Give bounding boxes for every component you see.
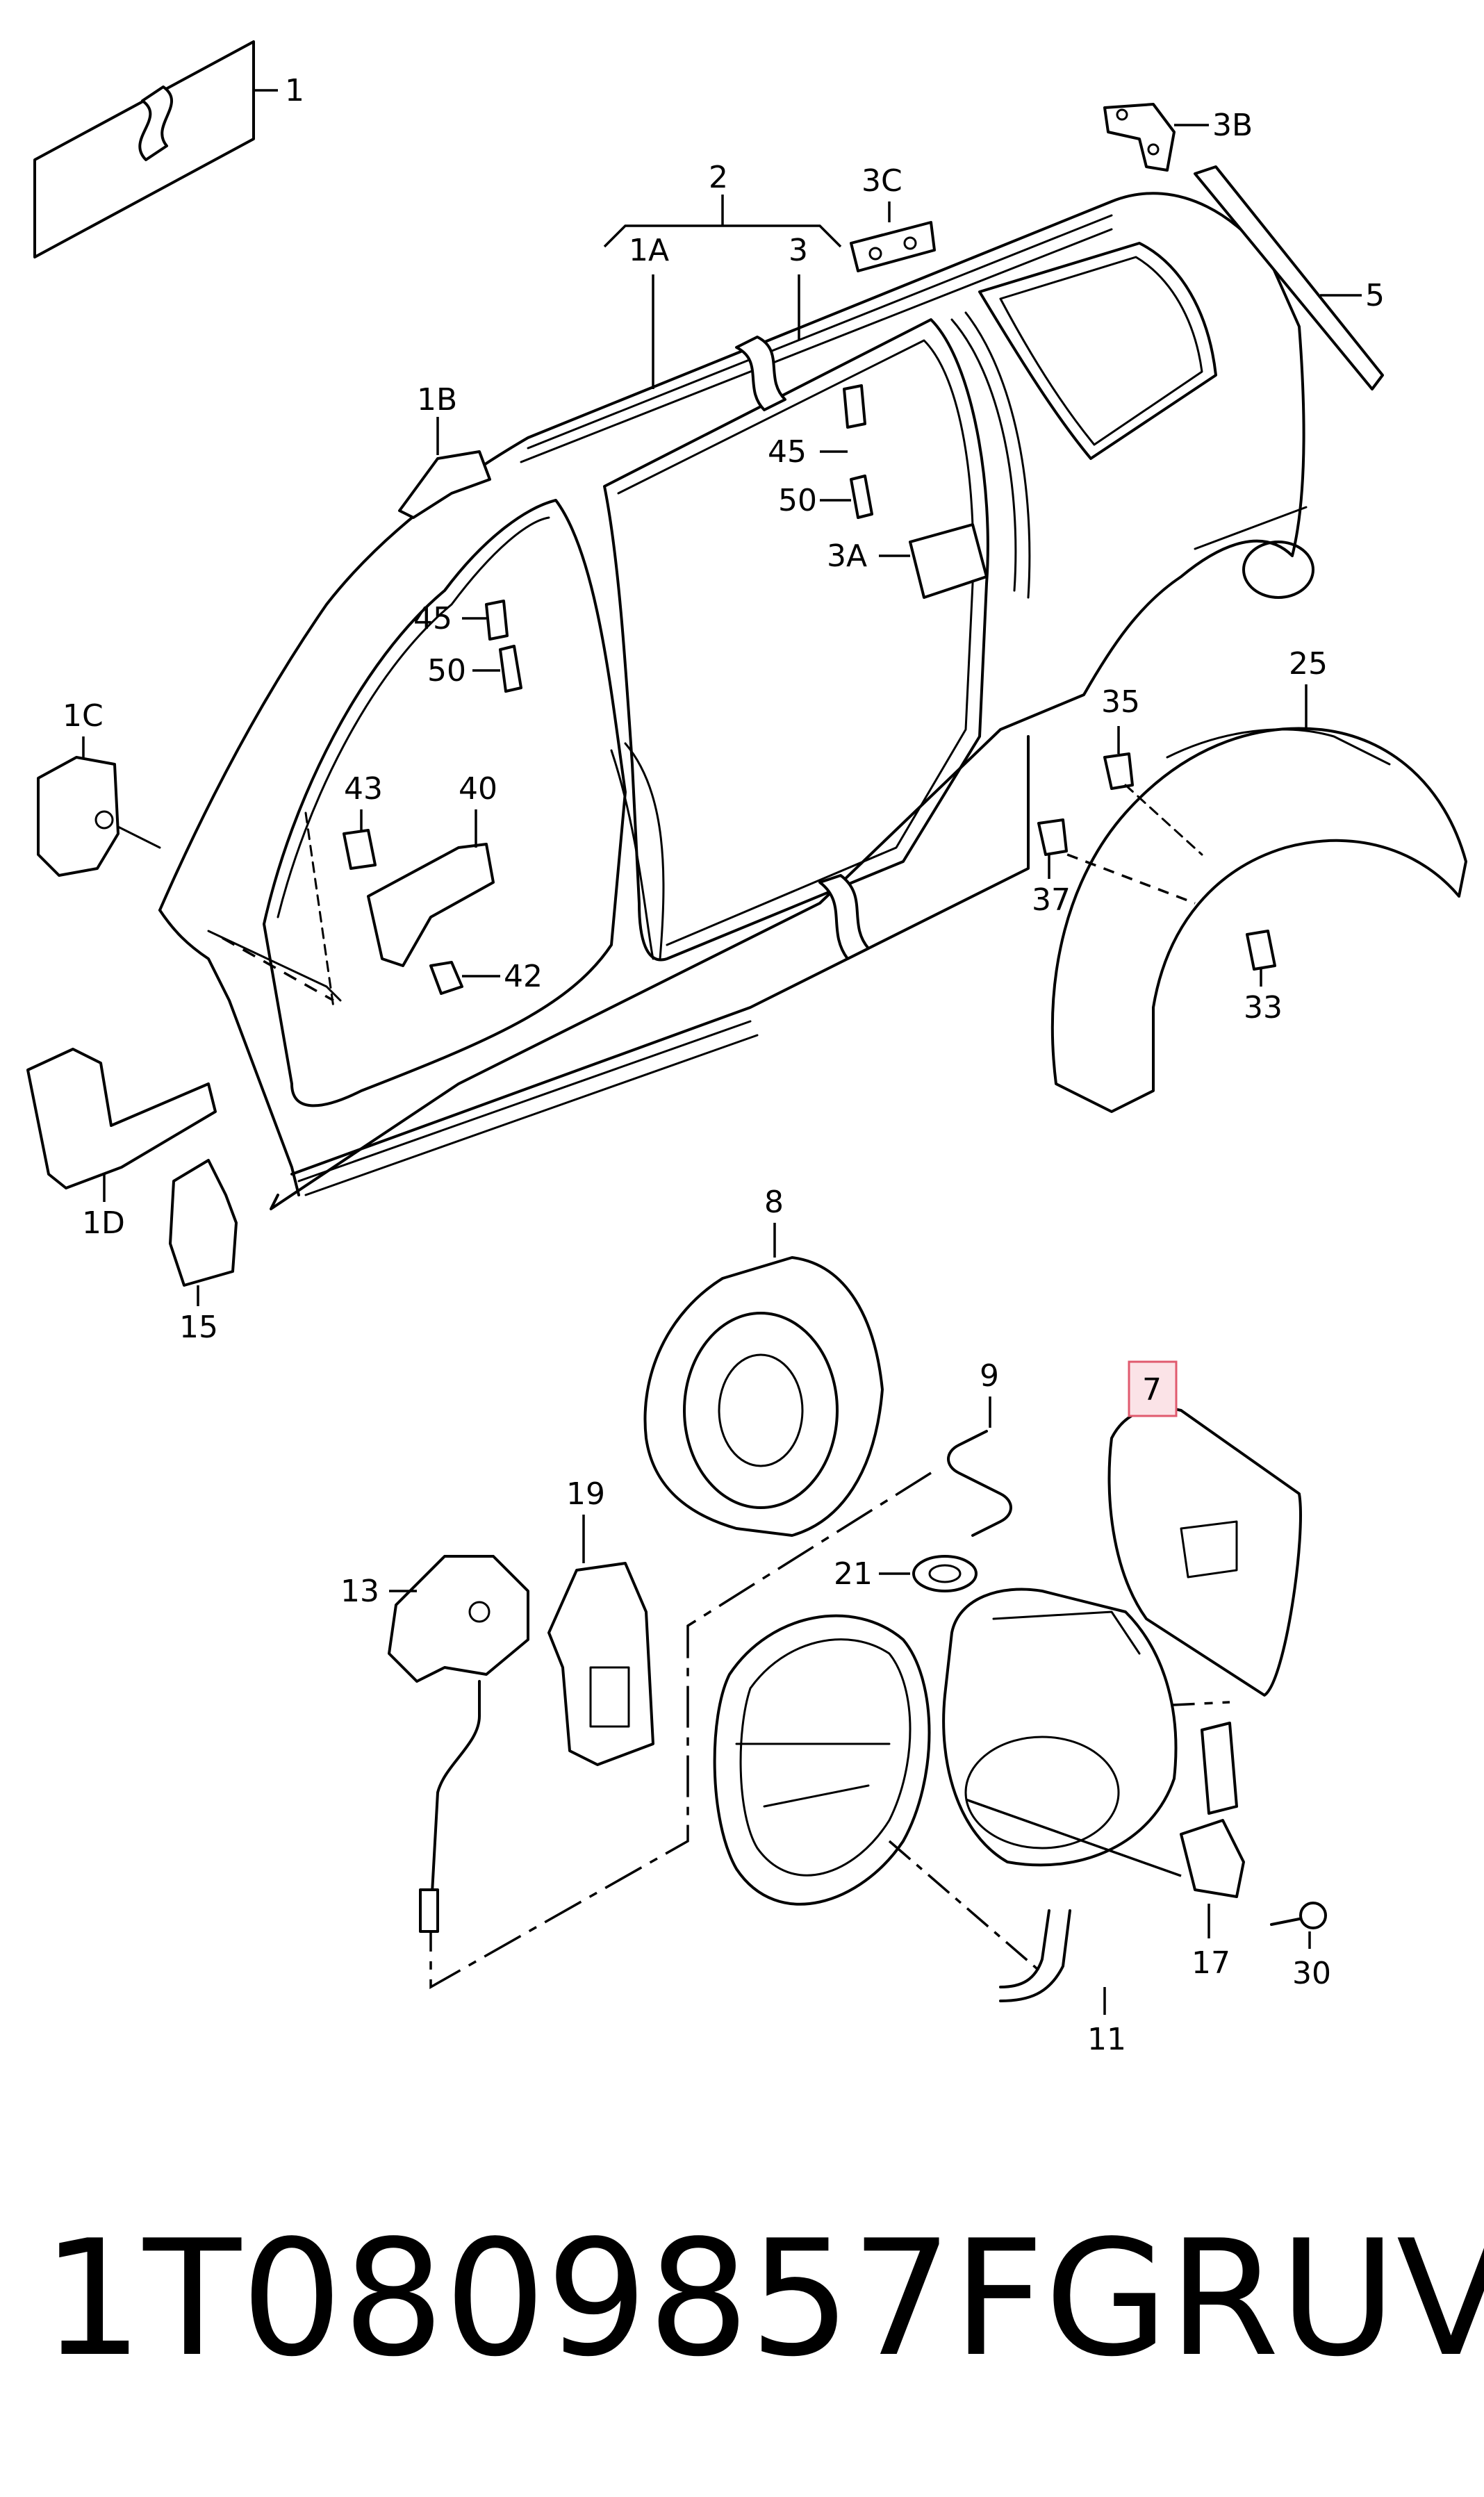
callout-labels: 1 2 1A 3 3C 3B 5 1B 45 50 3A 45 50 1C 43… <box>63 73 1385 2057</box>
fasteners-45-50-upper <box>820 384 873 519</box>
filler-pot-17 <box>942 1588 1245 1938</box>
part-number-footer: 1T0809857FGRU VAG <box>42 2207 1484 2392</box>
part-15-bracket <box>169 1159 238 1306</box>
part-3B-bracket <box>1103 103 1209 172</box>
callout-45-upper: 45 <box>768 434 807 470</box>
callout-3A: 3A <box>827 538 867 574</box>
part-30-screw <box>1270 1902 1327 1949</box>
hinge-parts-43-40-42 <box>304 809 500 1009</box>
callout-45-lower: 45 <box>413 601 452 636</box>
callout-1D: 1D <box>82 1205 125 1241</box>
callout-1C: 1C <box>63 698 104 734</box>
part-number-text: 1T0809857FGRU <box>42 2207 1396 2392</box>
callout-42: 42 <box>504 959 543 994</box>
callout-11: 11 <box>1087 2022 1126 2057</box>
highlight-box <box>1128 1360 1178 1417</box>
callout-21: 21 <box>834 1556 873 1592</box>
part-1C-bracket <box>37 736 161 877</box>
part-9-spring <box>947 1396 1012 1537</box>
part-13-actuator <box>388 1555 529 1933</box>
callout-1A: 1A <box>629 233 669 268</box>
part-8-filler-housing <box>643 1223 884 1537</box>
part-25-wheel-arch-liner <box>1048 684 1467 1113</box>
brand-text: VAG <box>1396 2207 1484 2392</box>
callout-50-lower: 50 <box>427 653 466 689</box>
callout-3B: 3B <box>1212 108 1253 143</box>
filler-door-inner-ring <box>713 1614 931 1906</box>
part-1-sheet <box>33 40 278 258</box>
part-7-cover <box>1107 1360 1302 1697</box>
callout-2: 2 <box>709 160 728 195</box>
callout-7: 7 <box>1142 1372 1162 1408</box>
part-5-strip <box>1194 165 1384 390</box>
callout-33: 33 <box>1244 990 1283 1025</box>
callout-17: 17 <box>1192 1945 1230 1981</box>
part-21-grommet <box>879 1555 978 1592</box>
part-19-plate <box>547 1515 654 1766</box>
part-3C-bracket <box>850 201 936 272</box>
callout-3C: 3C <box>861 163 902 199</box>
callout-37: 37 <box>1032 882 1071 918</box>
callout-43: 43 <box>344 771 383 807</box>
part-1D-rail <box>26 1048 217 1202</box>
callout-1B: 1B <box>417 382 457 418</box>
callout-5: 5 <box>1365 278 1385 313</box>
callout-13: 13 <box>340 1574 379 1609</box>
side-panel-body <box>158 192 1314 1210</box>
callout-35: 35 <box>1101 684 1140 720</box>
fasteners-45-50-lower <box>462 600 522 693</box>
part-3A-bracket <box>879 523 988 599</box>
callout-15: 15 <box>179 1310 218 1345</box>
callout-9: 9 <box>980 1358 999 1394</box>
callout-25: 25 <box>1289 646 1328 682</box>
callout-30: 30 <box>1292 1956 1331 1991</box>
callout-1: 1 <box>285 73 304 108</box>
part-1B-bracket <box>398 417 491 519</box>
callout-50-upper: 50 <box>778 483 817 518</box>
callout-40: 40 <box>459 771 497 807</box>
clips-35-37-33 <box>1037 726 1276 987</box>
callout-2-bracket <box>603 195 842 389</box>
callout-8: 8 <box>764 1185 784 1220</box>
callout-3: 3 <box>789 233 808 268</box>
callout-19: 19 <box>566 1476 605 1512</box>
part-11-drain-hose <box>888 1840 1106 2015</box>
